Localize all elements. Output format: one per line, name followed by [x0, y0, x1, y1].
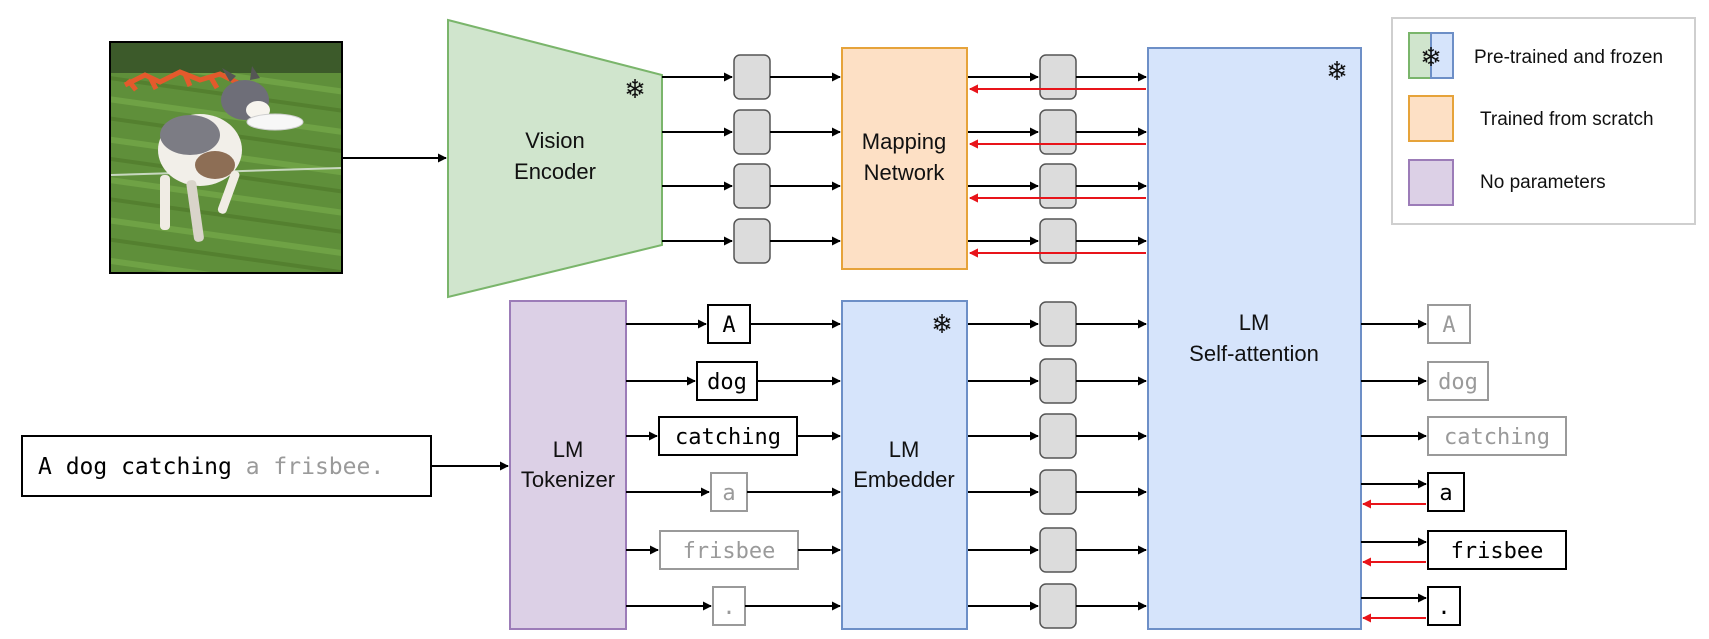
- text-embedding: [1039, 527, 1077, 573]
- svg-text:A dog catching a frisbee.: A dog catching a frisbee.: [38, 454, 384, 480]
- prefix-embedding: [733, 218, 771, 264]
- visual-row: [662, 54, 1147, 100]
- dog-photo: [109, 41, 343, 274]
- text-row: frisbee frisbee: [626, 527, 1567, 573]
- snowflake-icon: ❄: [931, 309, 953, 339]
- text-embedding: [1039, 301, 1077, 347]
- visual-row: [662, 163, 1147, 209]
- lm-tokenizer-label-1: LM: [553, 437, 584, 462]
- lm-embedder: LM Embedder ❄: [841, 300, 968, 630]
- text-embedding: [1039, 583, 1077, 629]
- prefix-embedding: [733, 54, 771, 100]
- input-token: catching: [658, 416, 798, 456]
- output-token: catching: [1427, 416, 1567, 456]
- output-token-text: dog: [1438, 370, 1478, 395]
- prefix-embedding: [733, 163, 771, 209]
- visual-embedding: [1039, 163, 1077, 209]
- input-token: .: [712, 586, 746, 626]
- snowflake-icon: ❄: [1326, 56, 1348, 86]
- legend-swatch-frozen: ❄: [1408, 32, 1454, 79]
- vision-encoder-label-2: Encoder: [514, 159, 596, 184]
- input-caption: A dog catching a frisbee.: [21, 435, 432, 497]
- input-token: a: [710, 472, 748, 512]
- caption-masked-text: a frisbee.: [232, 454, 384, 480]
- visual-embedding: [1039, 218, 1077, 264]
- output-token-text: catching: [1444, 425, 1550, 450]
- input-token-text: a: [722, 481, 735, 506]
- lm-tokenizer: LM Tokenizer: [509, 300, 627, 630]
- visual-row: [662, 109, 1147, 155]
- legend-swatch-scratch: [1408, 95, 1454, 142]
- text-embedding: [1039, 358, 1077, 404]
- output-token-text: frisbee: [1451, 539, 1544, 564]
- legend-swatch-noparam: [1408, 159, 1454, 206]
- mapping-network-label-2: Network: [864, 160, 946, 185]
- input-token-text: dog: [707, 370, 747, 395]
- mapping-network: Mapping Network: [841, 47, 968, 270]
- lm-self-attention: LM Self-attention ❄: [1147, 47, 1362, 630]
- input-token-text: A: [722, 313, 735, 338]
- lm-self-attention-label-2: Self-attention: [1189, 341, 1319, 366]
- input-token: dog: [696, 361, 758, 401]
- input-token: frisbee: [659, 530, 799, 570]
- caption-visible-text: A dog catching: [38, 454, 232, 480]
- input-token-text: .: [722, 595, 735, 620]
- output-token-text: A: [1442, 313, 1455, 338]
- snowflake-icon: ❄: [624, 74, 646, 104]
- visual-token-rows: [662, 54, 1147, 264]
- output-token: dog: [1427, 361, 1489, 401]
- vision-encoder-label-1: Vision: [525, 128, 585, 153]
- mapping-network-label-1: Mapping: [862, 129, 946, 154]
- prefix-embedding: [733, 109, 771, 155]
- legend-label-frozen: Pre-trained and frozen: [1474, 47, 1663, 68]
- input-token-text: frisbee: [683, 539, 776, 564]
- vision-encoder: Vision Encoder ❄: [447, 18, 663, 299]
- input-token-text: catching: [675, 425, 781, 450]
- text-row: catching catching: [626, 413, 1567, 459]
- legend: ❄ Pre-trained and frozen Trained from sc…: [1391, 17, 1696, 225]
- visual-row: [662, 218, 1147, 264]
- visual-embedding: [1039, 109, 1077, 155]
- text-row: ..: [626, 583, 1461, 629]
- output-token: frisbee: [1427, 530, 1567, 570]
- output-token-text: a: [1439, 481, 1452, 506]
- visual-embedding: [1039, 54, 1077, 100]
- lm-self-attention-label-1: LM: [1239, 310, 1270, 335]
- legend-label-noparam: No parameters: [1480, 172, 1606, 193]
- text-row: dog dog: [626, 358, 1489, 404]
- text-embedding: [1039, 469, 1077, 515]
- legend-label-scratch: Trained from scratch: [1480, 109, 1654, 130]
- output-token: .: [1427, 586, 1461, 626]
- output-token: A: [1427, 304, 1471, 344]
- output-token: a: [1427, 472, 1465, 512]
- lm-embedder-label-2: Embedder: [853, 467, 955, 492]
- input-token: A: [707, 304, 751, 344]
- snowflake-icon: ❄: [1420, 42, 1442, 72]
- text-embedding: [1039, 413, 1077, 459]
- lm-embedder-label-1: LM: [889, 437, 920, 462]
- lm-tokenizer-label-2: Tokenizer: [521, 467, 615, 492]
- output-token-text: .: [1437, 595, 1450, 620]
